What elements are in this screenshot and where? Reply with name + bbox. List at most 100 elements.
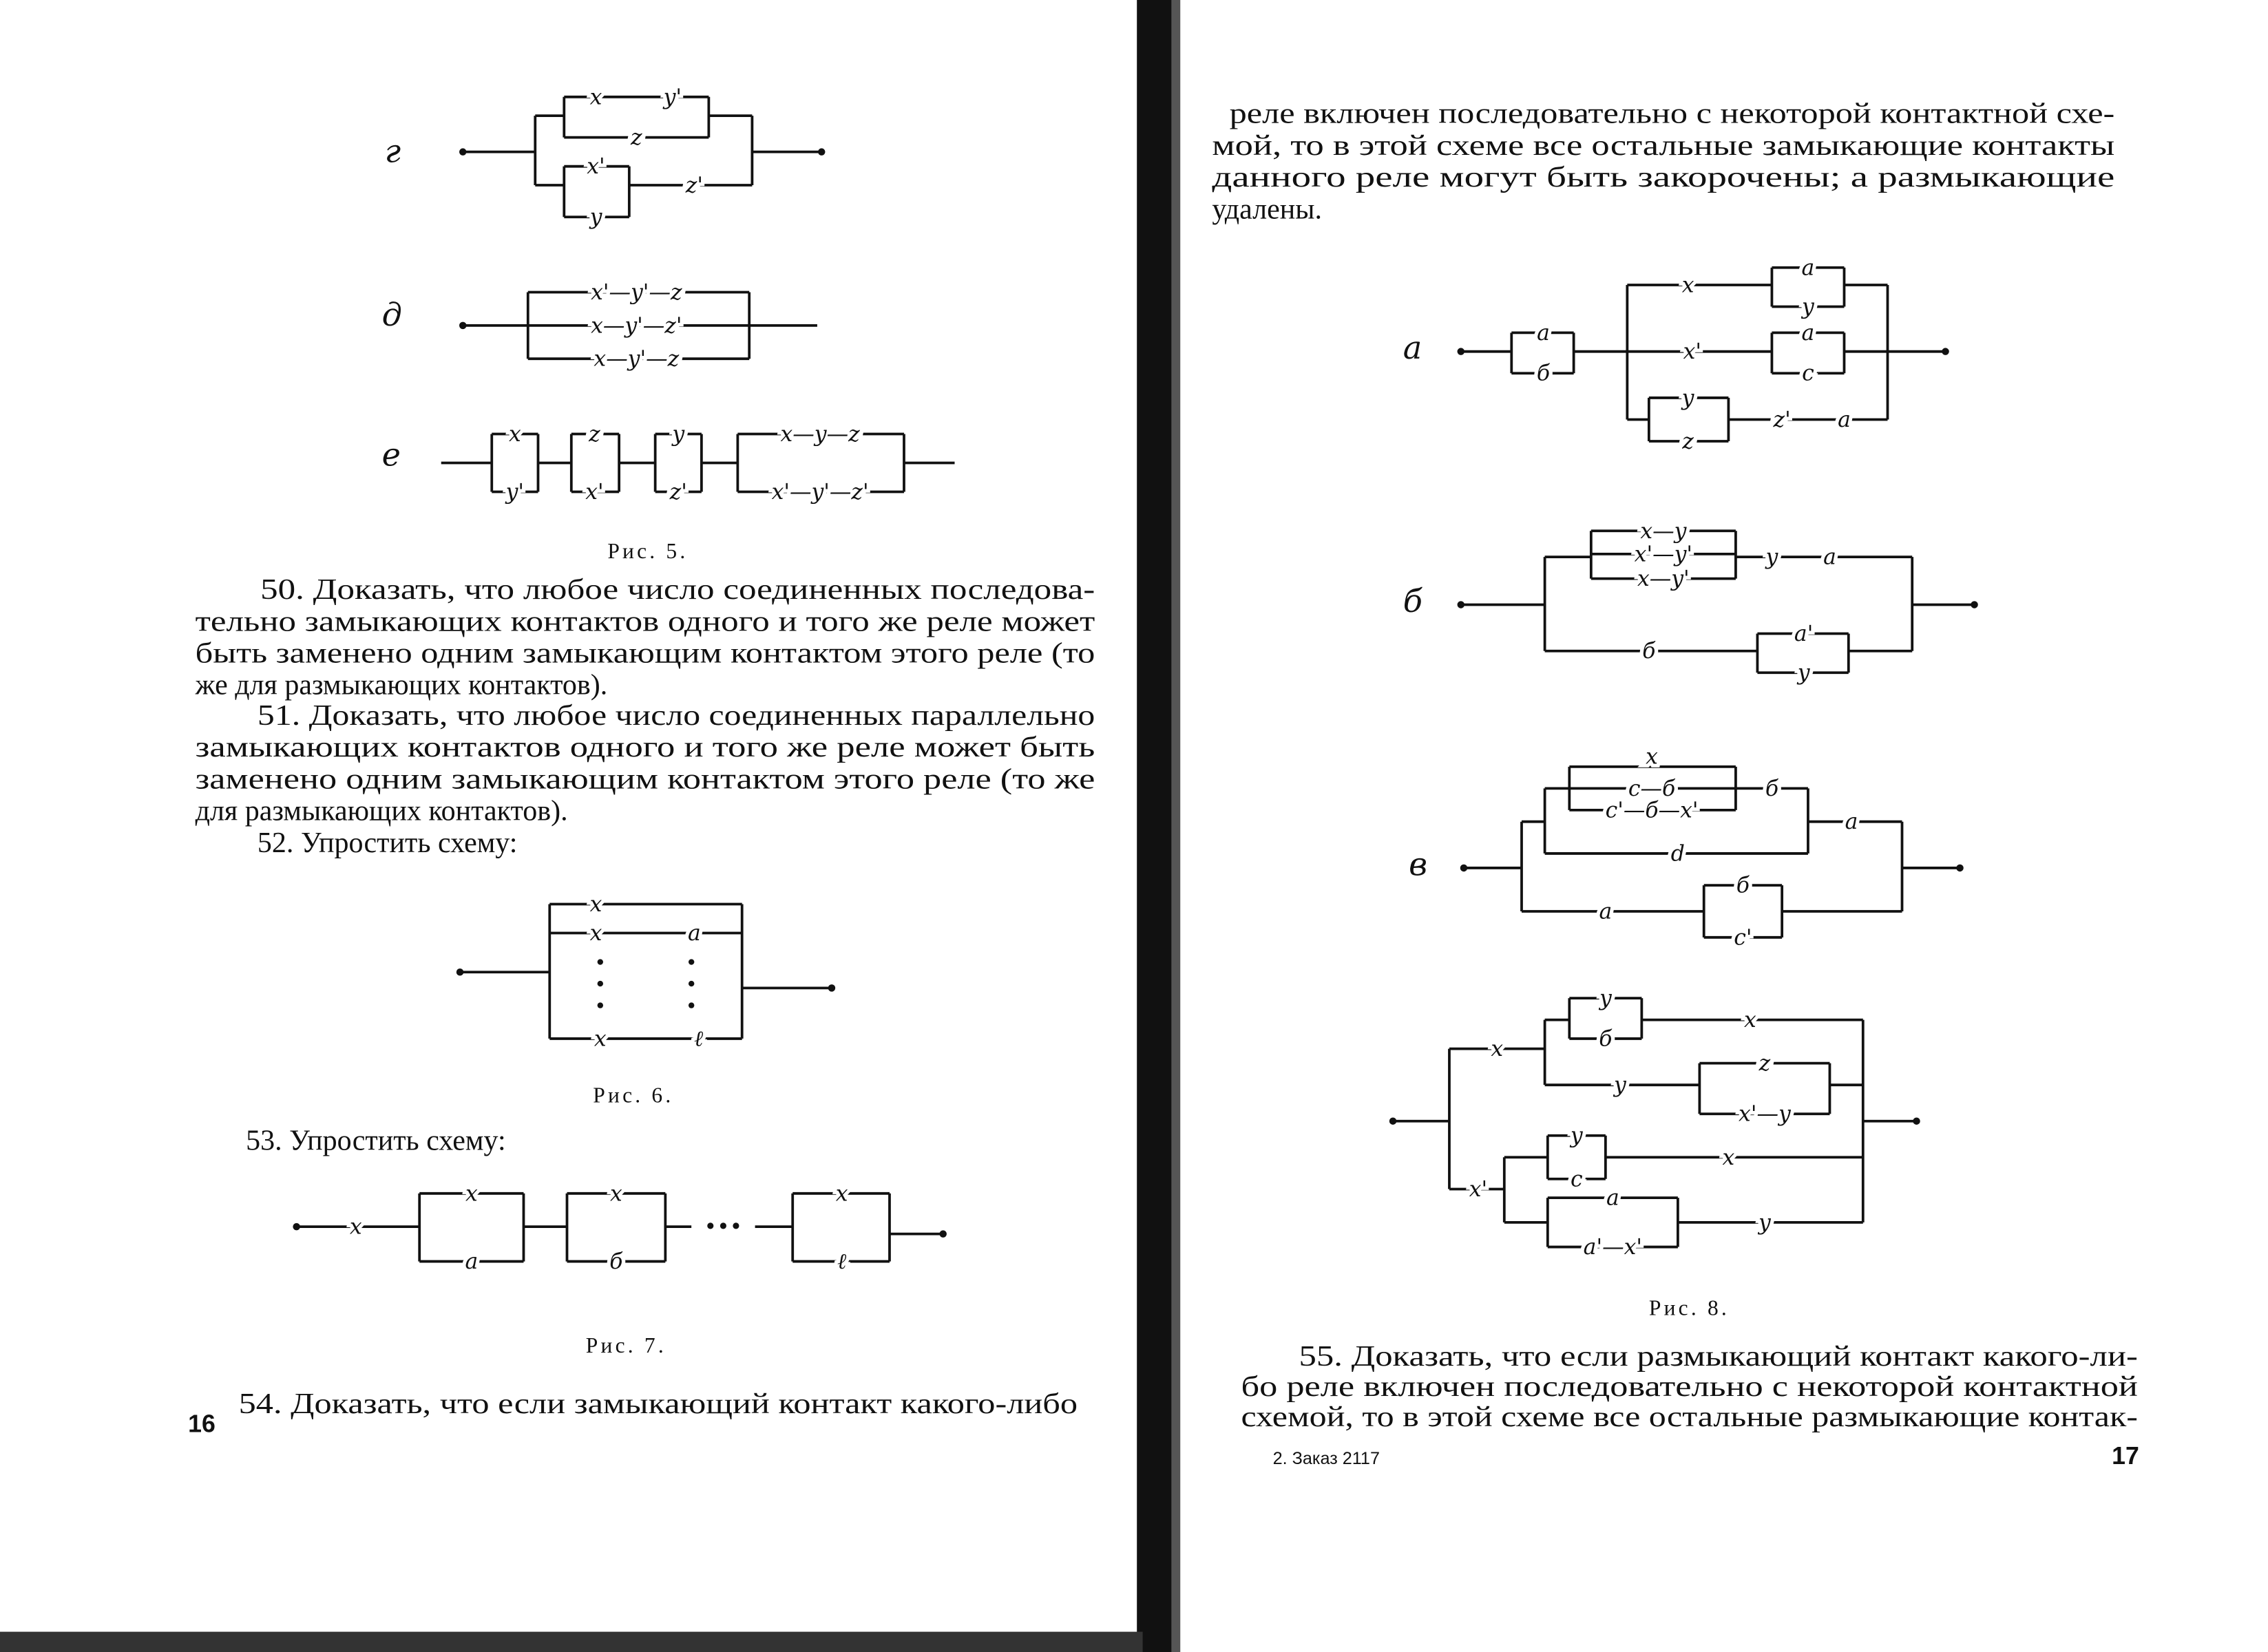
problem54: 54. Доказать, что если замыкающий контак… bbox=[239, 1388, 1078, 1420]
contact: z' bbox=[685, 173, 703, 198]
fig5-d-label: д bbox=[382, 296, 402, 333]
contact: x—y—z bbox=[781, 422, 861, 447]
contact: x' bbox=[1469, 1177, 1487, 1202]
contact-row: x'—y'—z bbox=[591, 280, 682, 305]
right-page-edge bbox=[1171, 0, 1181, 1652]
fig8-diagram-b: б x—y x'—y' x—y' y a б a' y bbox=[1403, 516, 1978, 689]
contact: б bbox=[1642, 639, 1656, 664]
contact: z bbox=[1758, 1051, 1771, 1076]
contact: a bbox=[1802, 255, 1815, 280]
contact: y' bbox=[662, 85, 682, 109]
problem50-line: 50. Доказать, что любое число соединенны… bbox=[260, 574, 1095, 606]
contact: x' bbox=[587, 154, 605, 179]
contact: ℓ bbox=[694, 1026, 703, 1051]
fig8-a-label: а bbox=[1403, 329, 1422, 366]
continuation-line: реле включен последовательно с некоторой… bbox=[1230, 98, 2115, 130]
contact: x bbox=[836, 1181, 848, 1206]
contact: a bbox=[1599, 899, 1612, 924]
book-spine bbox=[1137, 0, 1172, 1652]
contact: c—б bbox=[1628, 776, 1676, 801]
contact: y bbox=[1598, 986, 1613, 1011]
problem50-line: же для размыкающих контактов). bbox=[195, 670, 608, 701]
contact: x bbox=[590, 892, 602, 917]
contact: x bbox=[1491, 1037, 1503, 1061]
contact: б bbox=[1736, 873, 1750, 898]
contact: z bbox=[630, 125, 642, 150]
problem52: 52. Упростить схему: bbox=[258, 827, 518, 859]
problem55-line: бо реле включен последовательно с некото… bbox=[1241, 1371, 2137, 1403]
fig7-caption: Рис. 7. bbox=[586, 1333, 666, 1357]
contact-row: x'—y' bbox=[1635, 542, 1692, 566]
fig8-v-label: в bbox=[1409, 845, 1427, 882]
contact: x'—y'—z' bbox=[772, 480, 869, 505]
fig8-caption: Рис. 8. bbox=[1649, 1295, 1730, 1320]
contact: y bbox=[1613, 1073, 1627, 1098]
problem50-line: тельно замыкающих контактов одного и тог… bbox=[196, 606, 1095, 637]
print-order-note: 2. Заказ 2117 bbox=[1273, 1449, 1380, 1468]
contact-row: x—y' bbox=[1637, 566, 1690, 591]
fig6-caption: Рис. 6. bbox=[593, 1083, 673, 1107]
contact: y bbox=[589, 205, 603, 230]
contact: z bbox=[588, 422, 600, 447]
problem50-line: быть заменено одним замыкающим контактом… bbox=[196, 638, 1095, 670]
page-number-right: 17 bbox=[2112, 1442, 2139, 1470]
contact: y bbox=[671, 422, 685, 447]
fig5-diagram-e: е x y' z x' y z' x—y—z x'—y'—z' bbox=[382, 419, 955, 508]
contact: б bbox=[1537, 361, 1551, 386]
contact: x bbox=[1744, 1008, 1756, 1032]
contact: y bbox=[1796, 661, 1811, 686]
contact: б bbox=[1765, 776, 1779, 801]
fig5-caption: Рис. 5. bbox=[607, 539, 688, 563]
fig8-diagram-g: x y б x y z x'—y x' y c x a a'—x' y bbox=[1389, 982, 1920, 1263]
contact: z bbox=[1681, 429, 1694, 454]
fig8-diagram-v: в x c—б c'—б—x' б d a a б c' bbox=[1409, 741, 1964, 954]
problem55-line: 55. Доказать, что если размыкающий конта… bbox=[1299, 1341, 2137, 1373]
contact: a' bbox=[1794, 622, 1813, 646]
contact: x bbox=[509, 422, 521, 447]
contact: a'—x' bbox=[1584, 1235, 1642, 1260]
problem53: 53. Упростить схему: bbox=[246, 1125, 506, 1157]
contact: x' bbox=[585, 480, 603, 505]
contact: a bbox=[1606, 1186, 1619, 1211]
contact: a bbox=[465, 1249, 478, 1274]
contact: x bbox=[1646, 745, 1658, 770]
contact: x bbox=[590, 85, 602, 109]
contact: a bbox=[1838, 407, 1851, 432]
fig5-diagram-g: г x y' z x' y z' bbox=[385, 81, 826, 233]
contact: x bbox=[594, 1026, 607, 1051]
contact: y bbox=[1681, 385, 1695, 410]
contact: c bbox=[1571, 1167, 1583, 1192]
right-page: реле включен последовательно с некоторой… bbox=[1212, 98, 2139, 1470]
contact: c'—б—x' bbox=[1606, 798, 1699, 823]
contact: a bbox=[688, 921, 701, 946]
contact: x bbox=[350, 1215, 362, 1240]
problem51-line: замыкающих контактов одного и того же ре… bbox=[196, 732, 1095, 763]
contact: y bbox=[1757, 1210, 1772, 1235]
contact-row: x—y'—z' bbox=[591, 313, 682, 338]
fig5-diagram-d: д x'—y'—z x—y'—z' x—y'—z bbox=[382, 277, 817, 375]
problem55-line: схемой, то в этой схеме все остальные ра… bbox=[1241, 1401, 2137, 1433]
continuation-line: данного реле могут быть закорочены; а ра… bbox=[1212, 162, 2114, 193]
contact-row: x—y'—z bbox=[594, 347, 679, 372]
contact: б bbox=[609, 1249, 623, 1274]
contact: c bbox=[1802, 361, 1814, 386]
continuation-line: удалены. bbox=[1212, 193, 1322, 225]
contact: a bbox=[1845, 809, 1858, 834]
contact: x' bbox=[1683, 339, 1701, 364]
contact: d bbox=[1671, 841, 1685, 866]
contact: y bbox=[1800, 295, 1815, 319]
contact: y bbox=[1765, 545, 1779, 570]
problem51-line: 51. Доказать, что любое число соединенны… bbox=[258, 700, 1095, 732]
contact: x bbox=[1723, 1145, 1735, 1170]
page-number-left: 16 bbox=[188, 1410, 216, 1438]
contact: x bbox=[610, 1181, 622, 1206]
left-page: г x y' z x' y z' д x'—y'—z x—y'—z' x—y'—… bbox=[188, 81, 1095, 1438]
contact: a bbox=[1537, 321, 1550, 346]
fig6-diagram: x x a x ℓ bbox=[456, 889, 836, 1055]
fig8-b-label: б bbox=[1403, 582, 1423, 620]
bottom-edge-shadow bbox=[0, 1631, 1143, 1652]
contact: x'—y bbox=[1739, 1102, 1792, 1127]
contact: y' bbox=[505, 480, 524, 505]
contact: x bbox=[1682, 273, 1694, 298]
